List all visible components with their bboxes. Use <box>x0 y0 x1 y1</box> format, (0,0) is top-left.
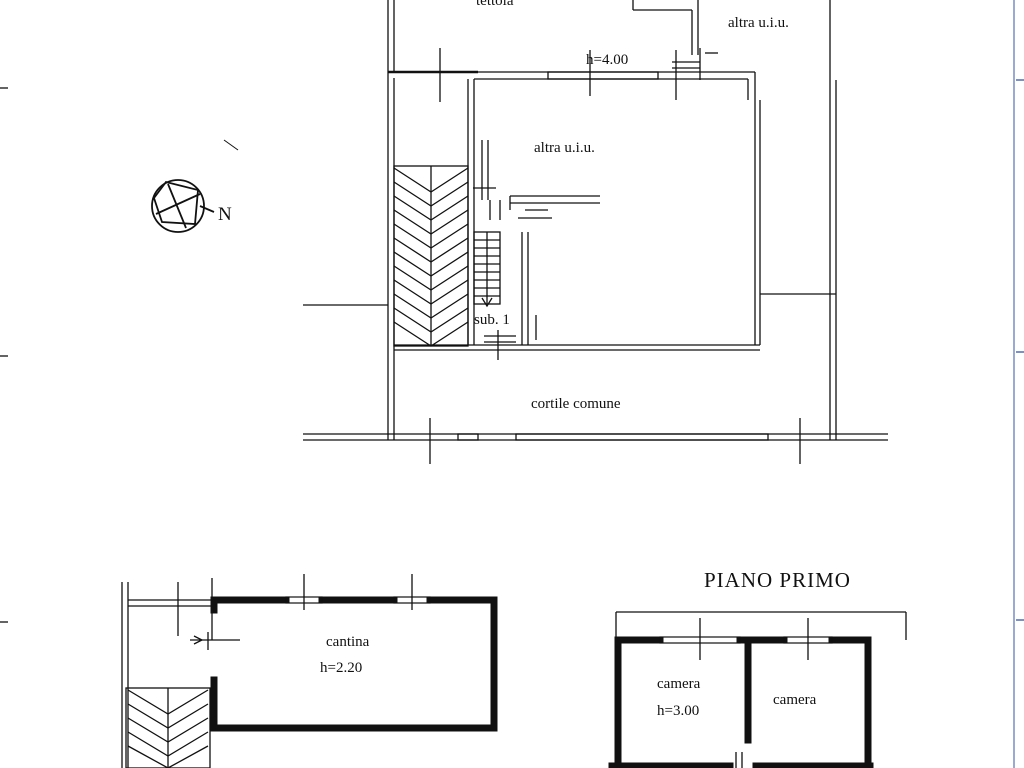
staircase-sub1 <box>473 231 501 308</box>
label-altra-uiu-main: altra u.i.u. <box>534 140 595 156</box>
label-height-ground: h=4.00 <box>586 52 629 68</box>
upper-wall <box>474 48 756 100</box>
label-cantina: cantina <box>326 634 370 650</box>
cortile-boundary <box>303 304 888 464</box>
piano-primo-windows <box>659 636 833 644</box>
cantina-plan <box>121 574 413 768</box>
label-cortile-comune: cortile comune <box>531 396 621 412</box>
north-compass-icon <box>151 139 239 233</box>
north-label: N <box>218 204 232 225</box>
label-camera-left: camera <box>657 676 701 692</box>
label-tettoia: tettoia <box>476 0 514 9</box>
label-sub1: sub. 1 <box>474 312 510 328</box>
label-cantina-height: h=2.20 <box>320 660 363 676</box>
cantina-walls <box>210 596 498 732</box>
label-altra-uiu-top: altra u.i.u. <box>728 15 789 31</box>
tettoia-outline <box>387 0 699 102</box>
hatched-ramp <box>393 165 469 347</box>
label-camera-left-height: h=3.00 <box>657 703 700 719</box>
label-camera-right: camera <box>773 692 817 708</box>
piano-primo-plan <box>615 611 907 768</box>
cantina-windows <box>285 596 431 604</box>
label-piano-primo: PIANO PRIMO <box>704 568 851 592</box>
internal-partitions <box>473 140 600 360</box>
piano-primo-walls <box>608 636 874 768</box>
